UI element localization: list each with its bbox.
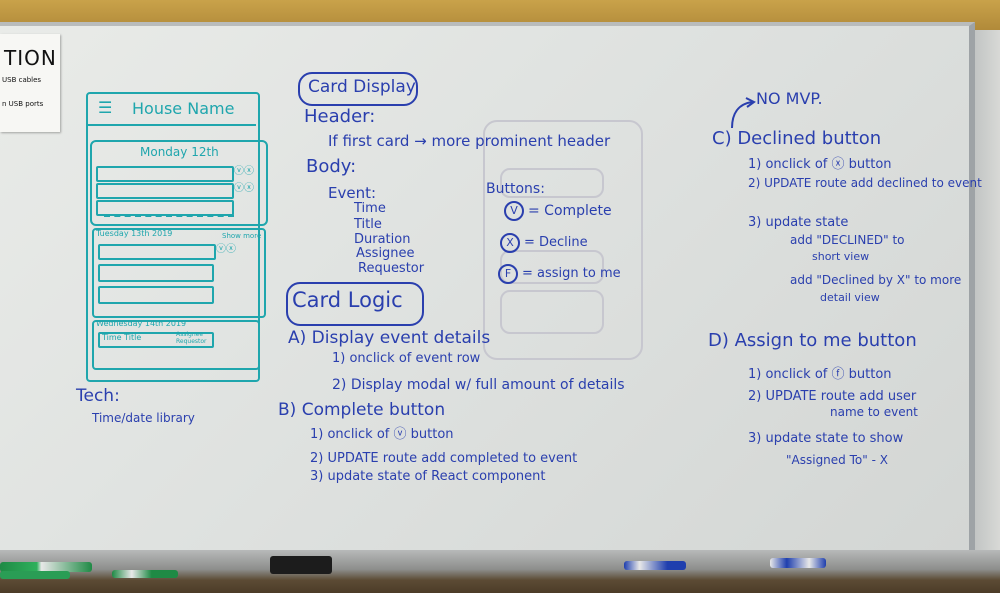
event-field: Requestor bbox=[358, 261, 425, 276]
menu-icon: ☰ bbox=[98, 98, 113, 117]
event-field: Assignee bbox=[356, 246, 415, 261]
event-label: Event: bbox=[328, 184, 377, 202]
ghost-wireframe bbox=[483, 120, 643, 360]
logic-a-title: A) Display event details bbox=[288, 328, 491, 348]
declined-item: 2) UPDATE route add declined to event bbox=[748, 176, 982, 190]
header-label: Header: bbox=[304, 106, 376, 127]
assign-item: name to event bbox=[830, 405, 918, 419]
wireframe-row bbox=[98, 264, 214, 282]
card-logic-title-box bbox=[286, 282, 424, 326]
show-more: Show more bbox=[222, 232, 262, 240]
declined-item: 3) update state bbox=[748, 215, 849, 230]
card-display-title: Card Display bbox=[308, 77, 416, 97]
assign-item: 3) update state to show bbox=[748, 431, 904, 446]
third-card-date: Wednesday 14th 2019 bbox=[96, 319, 187, 328]
green-marker bbox=[112, 570, 178, 578]
event-field: Duration bbox=[354, 232, 411, 247]
header-rule: If first card → more prominent header bbox=[328, 132, 611, 150]
logic-b-item: 1) onclick of ⓥ button bbox=[310, 427, 454, 442]
buttons-label: Buttons: bbox=[486, 181, 545, 197]
declined-item: 1) onclick of ⓧ button bbox=[748, 157, 892, 172]
wireframe-row bbox=[96, 200, 234, 216]
assign-item: "Assigned To" - X bbox=[786, 453, 888, 467]
logic-b-item: 2) UPDATE route add completed to event bbox=[310, 451, 578, 466]
second-card-date: Tuesday 13th 2019 bbox=[96, 229, 173, 238]
wireframe-icons: ⓥⓧ bbox=[234, 166, 254, 177]
logic-b-item: 3) update state of React component bbox=[310, 469, 546, 484]
declined-sub: add "DECLINED" to bbox=[790, 233, 905, 247]
first-card-wireframe bbox=[90, 140, 268, 226]
declined-sub: add "Declined by X" to more bbox=[790, 273, 962, 287]
house-name: House Name bbox=[132, 99, 235, 118]
blue-marker bbox=[770, 558, 826, 568]
declined-sub: short view bbox=[812, 250, 870, 263]
dashed-divider bbox=[104, 215, 234, 217]
green-marker bbox=[0, 562, 92, 572]
no-mvp-arrow bbox=[731, 97, 756, 129]
wireframe-row bbox=[98, 244, 216, 260]
declined-sub: detail view bbox=[820, 291, 880, 304]
time-title: Time Title bbox=[102, 333, 142, 342]
assign-item: 2) UPDATE route add user bbox=[748, 389, 917, 404]
card-logic-title: Card Logic bbox=[292, 288, 403, 312]
green-marker bbox=[0, 571, 70, 579]
no-mvp: NO MVP. bbox=[756, 89, 823, 108]
complete-text: = Complete bbox=[528, 203, 612, 219]
wireframe-row bbox=[98, 332, 214, 348]
event-field: Time bbox=[354, 201, 386, 216]
wireframe-header-divider bbox=[88, 124, 256, 126]
phone-wireframe bbox=[86, 92, 260, 382]
wireframe-row bbox=[96, 166, 234, 182]
assign-text: = assign to me bbox=[522, 266, 621, 281]
wireframe-row bbox=[96, 183, 234, 199]
logic-a-item: 2) Display modal w/ full amount of detai… bbox=[332, 377, 625, 393]
card-display-title-box bbox=[298, 72, 418, 106]
ghost-row bbox=[500, 168, 604, 198]
ghost-row bbox=[500, 290, 604, 334]
logic-b-title: B) Complete button bbox=[278, 400, 446, 420]
paper-line-1: USB cables bbox=[2, 76, 42, 84]
assignee-requestor: Assignee Requestor bbox=[176, 331, 207, 345]
wireframe-icons: ⓥⓧ bbox=[234, 183, 254, 194]
first-card-header: Monday 12th bbox=[140, 145, 219, 159]
body-label: Body: bbox=[306, 156, 357, 177]
event-field: Title bbox=[354, 217, 382, 232]
paper-line-2: n USB ports bbox=[2, 100, 44, 108]
eraser bbox=[270, 556, 332, 574]
wall-corner bbox=[975, 30, 1000, 550]
third-card-wireframe bbox=[92, 320, 260, 370]
paper-note: TION USB cables n USB ports bbox=[0, 34, 60, 132]
tech-item: Time/date library bbox=[92, 411, 195, 425]
second-card-wireframe bbox=[92, 228, 266, 318]
decline-symbol: X bbox=[500, 233, 520, 253]
assign-item: 1) onclick of ⓕ button bbox=[748, 367, 892, 382]
decline-text: = Decline bbox=[524, 235, 588, 250]
paper-title: TION bbox=[4, 46, 57, 70]
tech-label: Tech: bbox=[76, 386, 120, 406]
assign-symbol: F bbox=[498, 264, 518, 284]
wireframe-row bbox=[98, 286, 214, 304]
complete-symbol: V bbox=[504, 201, 524, 221]
logic-a-item: 1) onclick of event row bbox=[332, 351, 481, 366]
declined-title: C) Declined button bbox=[712, 128, 882, 149]
wireframe-icons: ⓥⓧ bbox=[216, 244, 236, 255]
blue-marker bbox=[624, 561, 686, 570]
assign-title: D) Assign to me button bbox=[708, 330, 917, 351]
